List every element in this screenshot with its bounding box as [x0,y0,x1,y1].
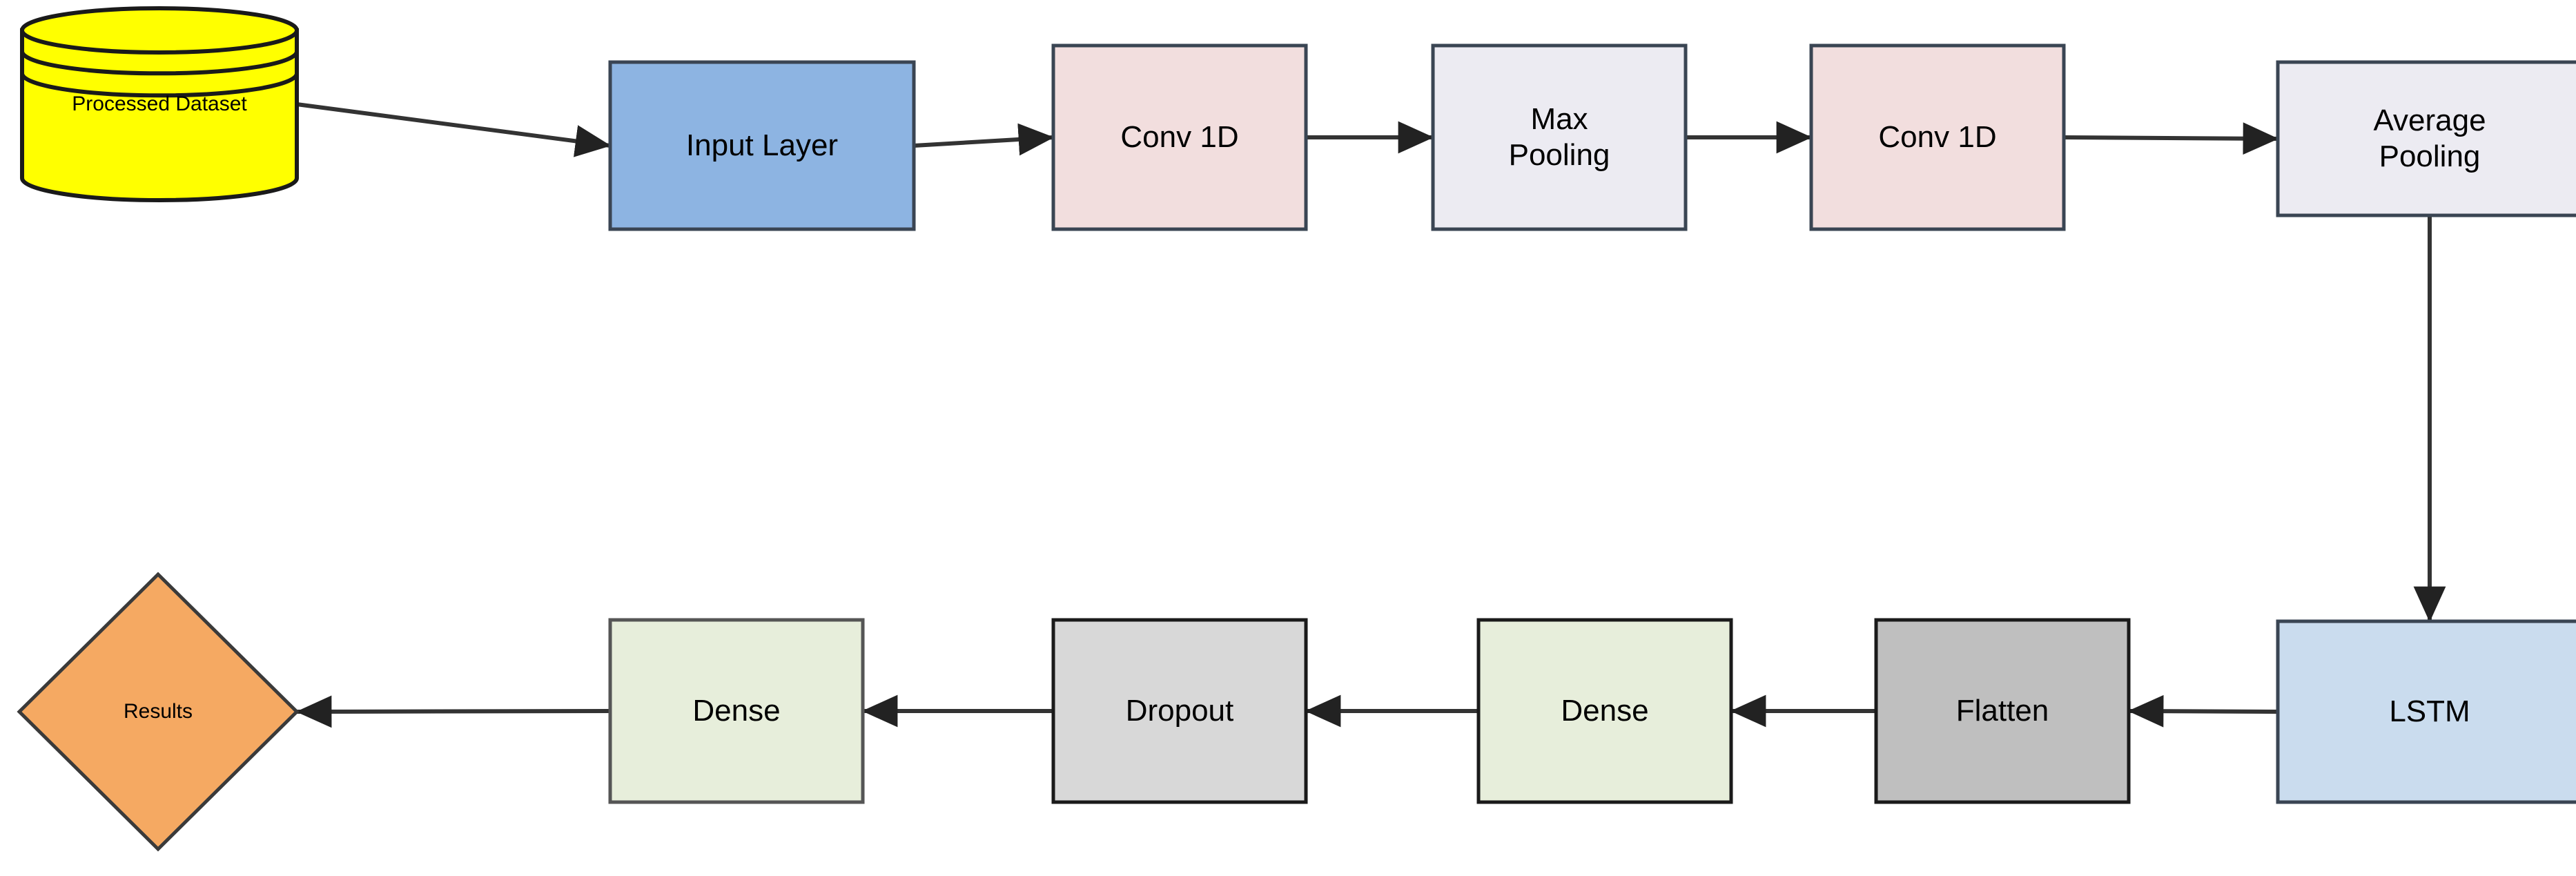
node-shape-rect [608,618,865,804]
node-shape-rect [2276,619,2576,804]
nodes-group [17,6,2576,852]
node-shape-rect [608,60,916,231]
node-max-pooling[interactable] [1431,43,1688,231]
node-dense-second[interactable] [1476,618,1733,804]
node-shape-cylinder-rib-1 [20,50,299,76]
node-shape-cylinder-rib-2 [20,72,299,98]
node-shape-rect [1809,43,2066,231]
node-shape-rect [1051,43,1308,231]
node-average-pooling[interactable] [2276,60,2576,217]
edge-lstm-to-flatten [2127,694,2279,728]
node-shape-rect [1051,618,1308,804]
node-shape-cylinder-top [20,6,299,55]
node-processed-dataset[interactable] [20,6,299,202]
edge-input-to-conv1 [913,123,1055,156]
edge-dense1-to-results [295,695,611,728]
edge-conv2-to-avgpool [2063,122,2279,155]
node-results[interactable] [17,572,300,852]
edge-dataset-to-input [296,102,612,157]
node-shape-rect [1431,43,1688,231]
node-dropout[interactable] [1051,618,1308,804]
node-shape-cylinder-body [20,28,299,202]
node-flatten[interactable] [1874,618,2131,804]
node-shape-rect [2276,60,2576,217]
node-lstm[interactable] [2276,619,2576,804]
node-conv-1d-second[interactable] [1809,43,2066,231]
node-shape-rect [1476,618,1733,804]
node-dense-first[interactable] [608,618,865,804]
node-input-layer[interactable] [608,60,916,231]
node-shape-diamond [17,572,300,852]
node-shape-rect [1874,618,2131,804]
edges-group [295,102,2446,728]
node-conv-1d-first[interactable] [1051,43,1308,231]
